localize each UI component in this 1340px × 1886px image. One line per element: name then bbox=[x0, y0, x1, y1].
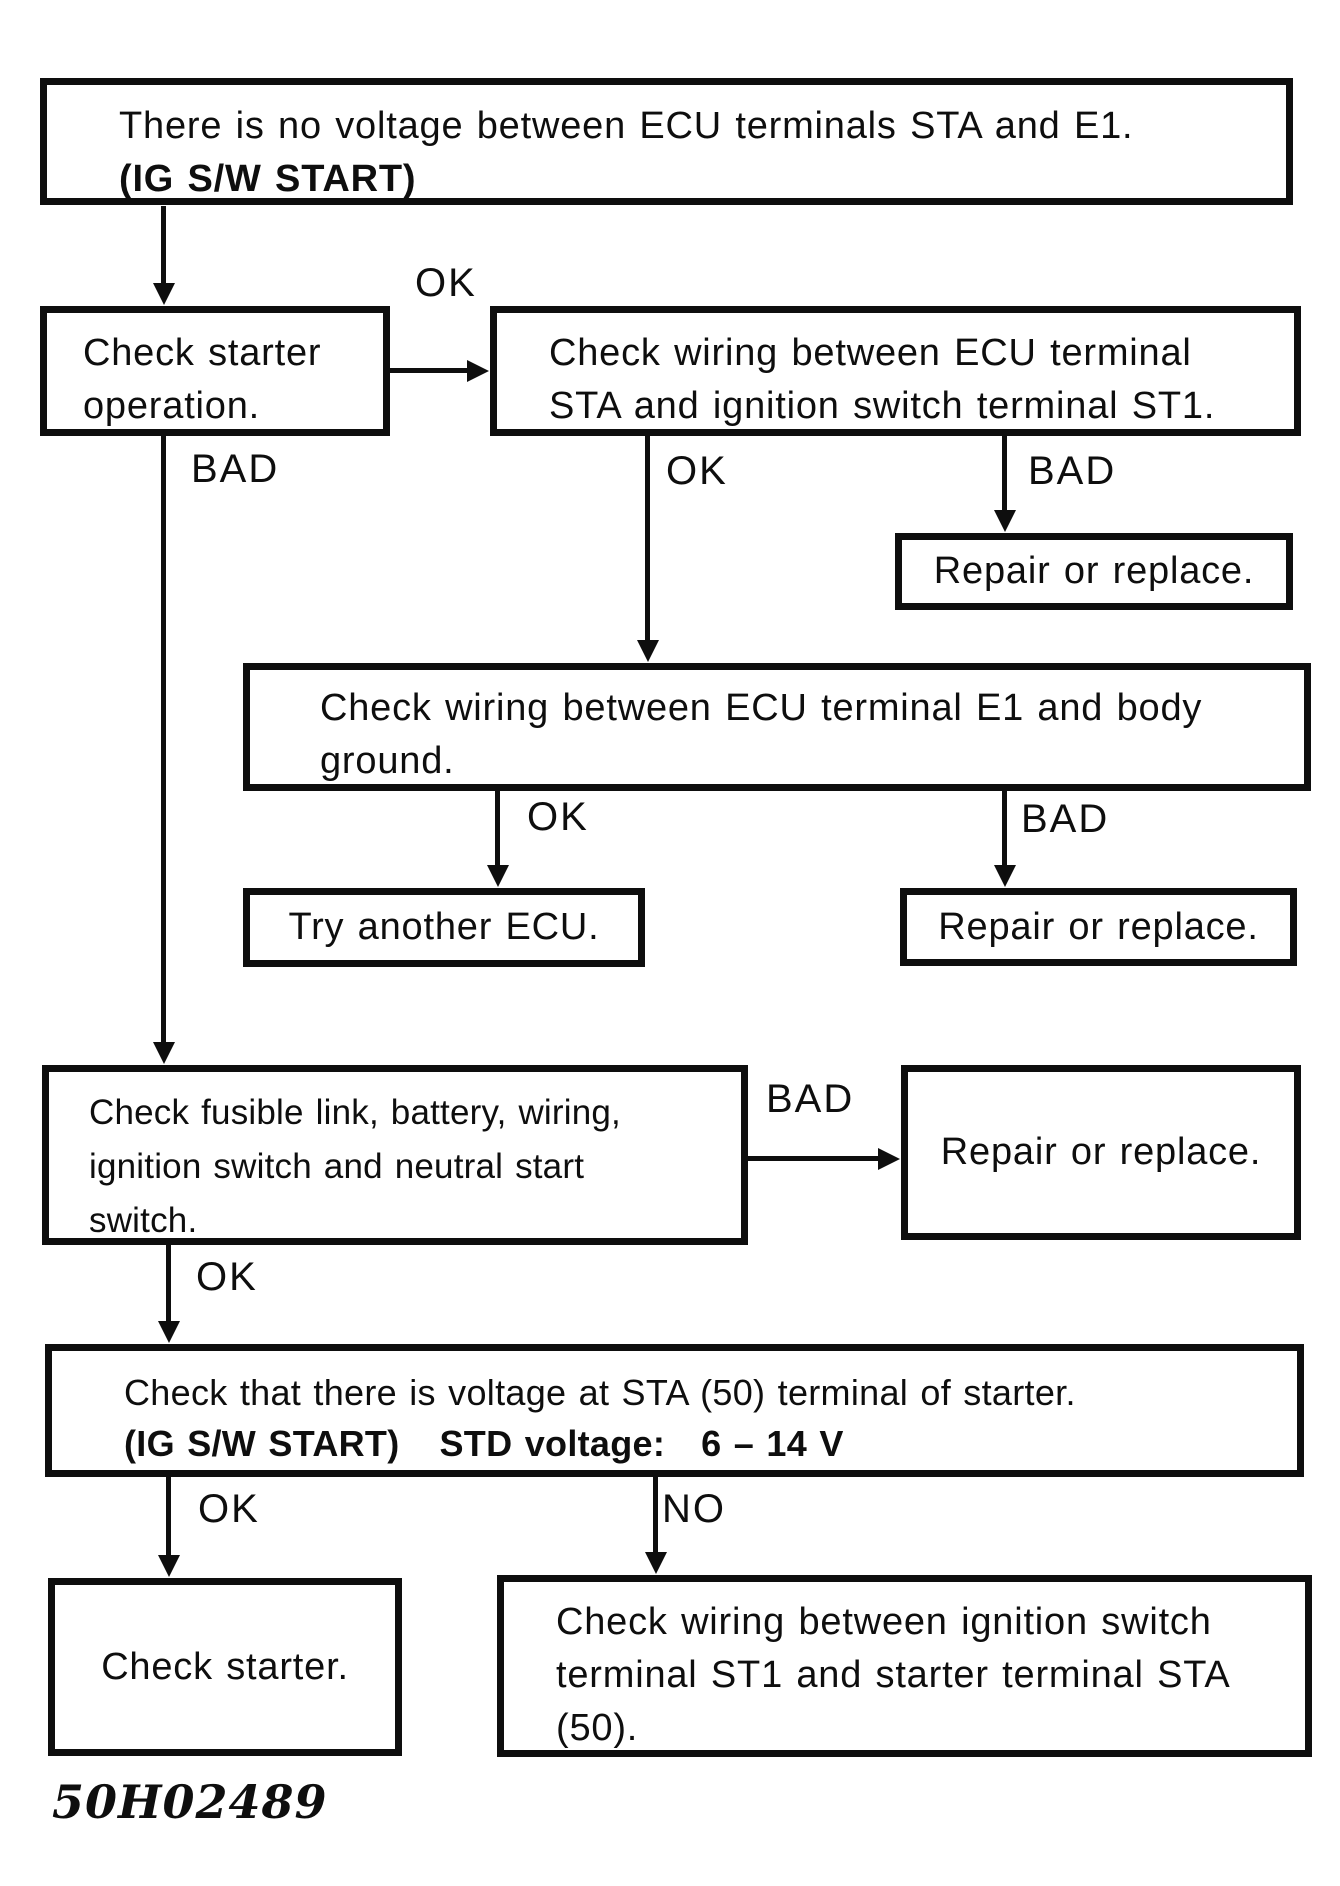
edge-label-ok-starter-operation: OK bbox=[415, 261, 477, 305]
edge-wiring-e1-to-repair-2 bbox=[1002, 791, 1007, 866]
flow-box-check-wiring-st1-sta: Check wiring between ignition switch ter… bbox=[497, 1575, 1312, 1757]
check-fusible-link-line3: switch. bbox=[89, 1201, 198, 1240]
edge-label-bad-wiring-sta-st1: BAD bbox=[1028, 449, 1117, 493]
edge-fusible-link-to-repair-3 bbox=[748, 1156, 879, 1161]
check-wiring-st1-sta-line2: terminal ST1 and starter terminal STA bbox=[556, 1654, 1231, 1696]
flow-box-check-fusible-link: Check fusible link, battery, wiring, ign… bbox=[42, 1065, 748, 1245]
voltage-condition: (IG S/W START) bbox=[124, 1423, 400, 1464]
check-starter-operation-line1: Check starter bbox=[83, 332, 322, 374]
edge-voltage-sta-to-wiring-st1-sta bbox=[653, 1477, 658, 1553]
repair-or-replace-3-text: Repair or replace. bbox=[940, 1131, 1262, 1173]
edge-label-ok-fusible-link: OK bbox=[196, 1255, 258, 1299]
voltage-std-value: 6 – 14 V bbox=[701, 1423, 844, 1464]
check-fusible-link-line1: Check fusible link, battery, wiring, bbox=[89, 1093, 621, 1132]
flow-box-repair-or-replace-2: Repair or replace. bbox=[900, 888, 1297, 966]
edge-wiring-sta-to-wiring-e1 bbox=[645, 436, 650, 641]
flow-box-check-wiring-sta-st1: Check wiring between ECU terminal STA an… bbox=[490, 306, 1301, 436]
check-wiring-e1-ground-line1: Check wiring between ECU terminal E1 and… bbox=[320, 687, 1203, 729]
flow-box-check-starter-operation: Check starter operation. bbox=[40, 306, 390, 436]
check-starter-operation-line2: operation. bbox=[83, 385, 261, 427]
repair-or-replace-1-text: Repair or replace. bbox=[933, 550, 1255, 592]
edge-wiring-e1-to-try-ecu bbox=[495, 791, 500, 866]
flow-box-check-wiring-e1-ground: Check wiring between ECU terminal E1 and… bbox=[243, 663, 1311, 791]
check-wiring-sta-st1-line2: STA and ignition switch terminal ST1. bbox=[549, 385, 1216, 427]
problem-line1: There is no voltage between ECU terminal… bbox=[119, 105, 1134, 147]
flow-box-repair-or-replace-1: Repair or replace. bbox=[895, 533, 1293, 610]
voltage-std-label: STD voltage: bbox=[439, 1423, 666, 1464]
check-wiring-e1-ground-line2: ground. bbox=[320, 740, 455, 782]
edge-label-ok-wiring-e1-ground: OK bbox=[527, 795, 589, 839]
flow-box-problem: There is no voltage between ECU terminal… bbox=[40, 78, 1293, 205]
edge-label-ok-voltage-sta: OK bbox=[198, 1487, 260, 1531]
edge-wiring-sta-to-repair-1 bbox=[1002, 436, 1007, 511]
problem-line2: (IG S/W START) bbox=[119, 158, 417, 200]
edge-voltage-sta-to-check-starter bbox=[166, 1477, 171, 1556]
edge-fusible-link-to-voltage-sta bbox=[166, 1245, 171, 1322]
repair-or-replace-2-text: Repair or replace. bbox=[938, 905, 1259, 948]
check-wiring-st1-sta-line1: Check wiring between ignition switch bbox=[556, 1601, 1212, 1643]
figure-number: 50H02489 bbox=[52, 1775, 328, 1829]
try-another-ecu-text: Try another ECU. bbox=[288, 906, 600, 948]
edge-starter-operation-to-fusible-link bbox=[161, 436, 166, 1043]
check-voltage-sta-line1: Check that there is voltage at STA (50) … bbox=[124, 1372, 1076, 1413]
check-wiring-st1-sta-line3: (50). bbox=[556, 1707, 639, 1749]
check-starter-text: Check starter. bbox=[101, 1645, 349, 1688]
edge-problem-to-starter-operation bbox=[161, 206, 166, 284]
edge-starter-operation-to-wiring-sta bbox=[390, 368, 468, 373]
check-wiring-sta-st1-line1: Check wiring between ECU terminal bbox=[549, 332, 1192, 374]
flow-box-repair-or-replace-3: Repair or replace. bbox=[901, 1065, 1301, 1240]
edge-label-bad-wiring-e1-ground: BAD bbox=[1021, 797, 1110, 841]
edge-label-ok-wiring-sta-st1: OK bbox=[666, 449, 728, 493]
edge-label-no-voltage-sta: NO bbox=[662, 1487, 726, 1531]
check-voltage-sta-line2: (IG S/W START) STD voltage: 6 – 14 V bbox=[124, 1418, 1297, 1469]
edge-label-bad-fusible-link: BAD bbox=[766, 1077, 855, 1121]
flow-box-check-voltage-sta: Check that there is voltage at STA (50) … bbox=[45, 1344, 1304, 1477]
flow-box-check-starter: Check starter. bbox=[48, 1578, 402, 1756]
flow-box-try-another-ecu: Try another ECU. bbox=[243, 888, 645, 967]
edge-label-bad-starter-operation: BAD bbox=[191, 447, 280, 491]
check-fusible-link-line2: ignition switch and neutral start bbox=[89, 1147, 585, 1186]
